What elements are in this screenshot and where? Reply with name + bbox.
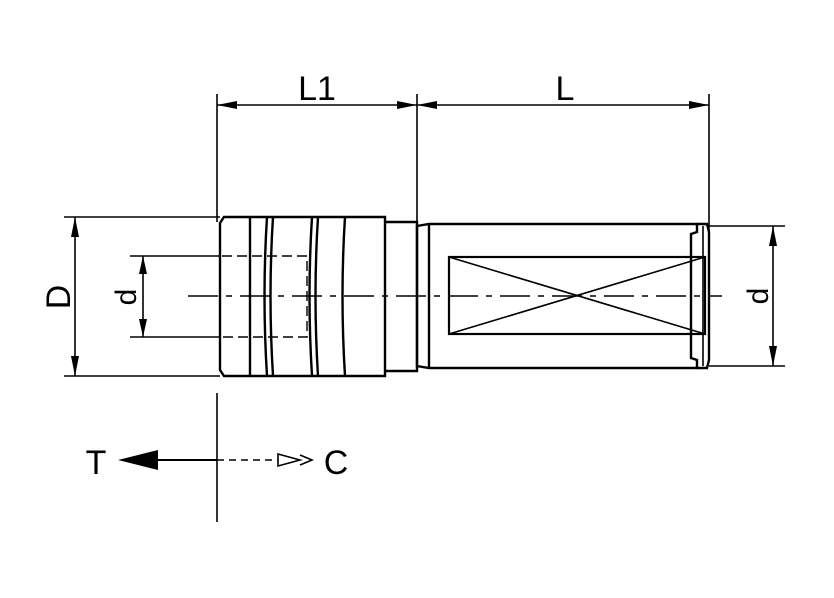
label-compression: C	[324, 444, 349, 482]
label-tension: T	[86, 444, 107, 482]
dimension-d-outer: D	[40, 216, 220, 377]
compression-arrow-icon	[277, 452, 304, 468]
tension-compression-indicator: T C	[86, 393, 349, 522]
dimension-d-bore-left: d	[110, 255, 220, 338]
holder-shank	[218, 215, 419, 378]
label-l1: L1	[298, 70, 336, 108]
label-d-right: d	[742, 288, 775, 305]
tension-arrow-icon	[118, 450, 158, 470]
label-d-outer: D	[40, 285, 78, 310]
dimension-l1: L1	[216, 70, 418, 222]
label-l: L	[556, 70, 575, 108]
label-d-bore-left: d	[110, 289, 143, 306]
dimension-d-right: d	[709, 225, 785, 367]
dimension-l: L	[417, 70, 710, 232]
